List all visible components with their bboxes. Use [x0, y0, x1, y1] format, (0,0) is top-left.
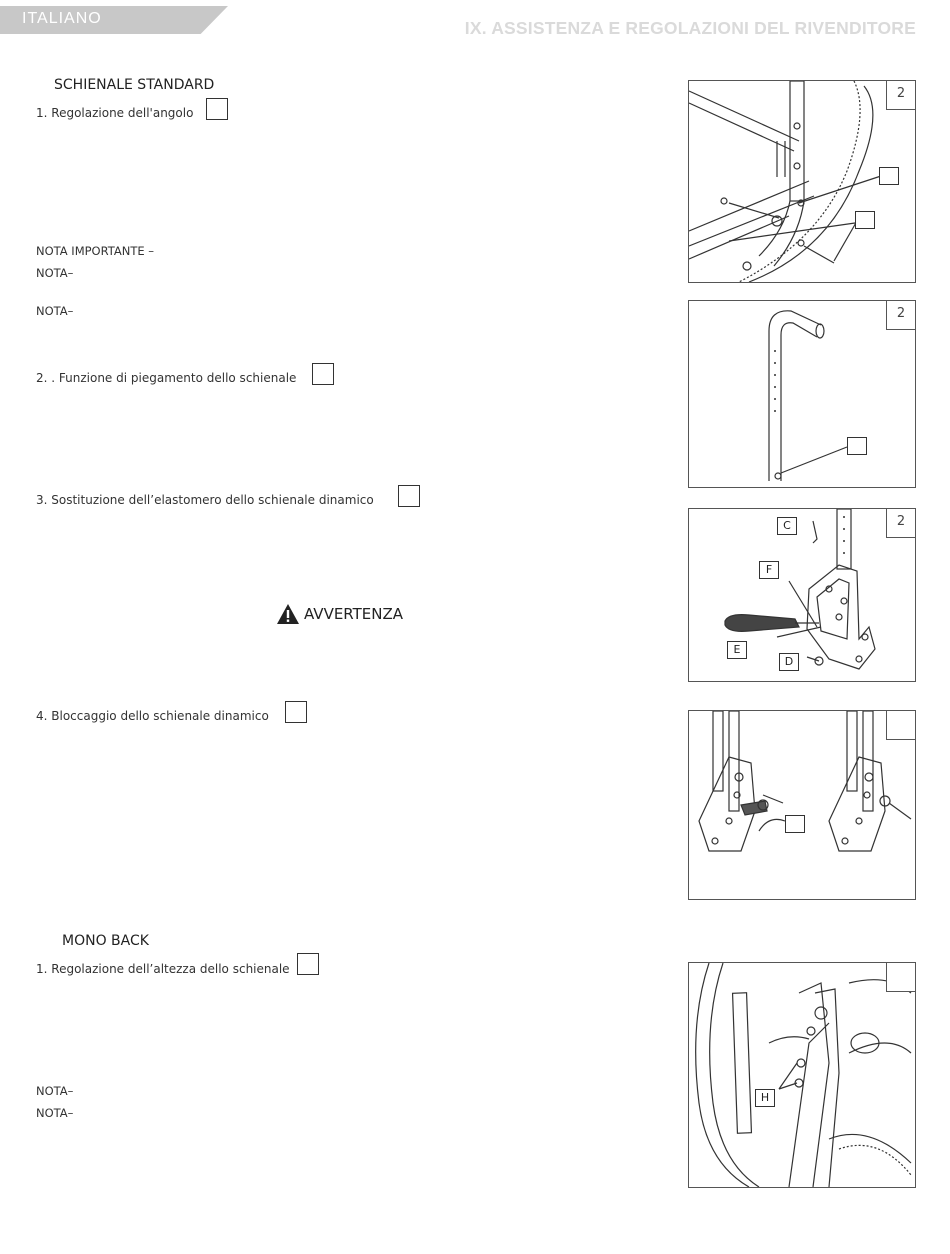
callout-label-c: C	[777, 517, 797, 535]
warning-label: AVVERTENZA	[276, 603, 403, 625]
callout-box	[785, 815, 805, 833]
callout-label-d: D	[779, 653, 799, 671]
figure-folding-function: 2	[688, 300, 916, 488]
figure-reference-box	[285, 701, 307, 723]
item-back-height-adjustment: 1. Regolazione dell’altezza dello schien…	[36, 962, 290, 976]
figure-mono-back-height: H	[688, 962, 916, 1188]
callout-label-f: F	[759, 561, 779, 579]
warning-icon	[277, 604, 299, 624]
section-heading-mono-back: MONO BACK	[62, 933, 149, 949]
lock-mechanism-illustration	[698, 711, 912, 852]
callout-label-h: H	[755, 1089, 775, 1107]
figure-number: 2	[886, 509, 915, 538]
note-1: NOTA–	[36, 266, 74, 280]
figure-dynamic-back-lock	[688, 710, 916, 900]
figure-elastomer-replacement: 2 C F E D	[688, 508, 916, 682]
note-mono-2: NOTA–	[36, 1106, 74, 1120]
item-angle-adjustment: 1. Regolazione dell'angolo	[36, 106, 194, 120]
figure-angle-adjustment: 2	[688, 80, 916, 283]
back-post-illustration	[768, 310, 848, 481]
warning-text: AVVERTENZA	[304, 605, 404, 623]
figure-reference-box	[297, 953, 319, 975]
item-folding-function: 2. . Funzione di piegamento dello schien…	[36, 371, 297, 385]
figure-number-box	[886, 963, 915, 992]
callout-box	[879, 167, 899, 185]
note-2: NOTA–	[36, 304, 74, 318]
figure-reference-box	[398, 485, 420, 507]
callout-box	[855, 211, 875, 229]
figure-number-box	[886, 711, 915, 740]
figure-number: 2	[886, 81, 915, 110]
section-heading-standard-back: SCHIENALE STANDARD	[54, 77, 215, 93]
note-important: NOTA IMPORTANTE –	[36, 244, 155, 258]
note-mono-1: NOTA–	[36, 1084, 74, 1098]
callout-box	[847, 437, 867, 455]
figure-number: 2	[886, 301, 915, 330]
callout-label-e: E	[727, 641, 747, 659]
item-elastomer-replacement: 3. Sostituzione dell’elastomero dello sc…	[36, 493, 374, 507]
figure-reference-box	[312, 363, 334, 385]
elastomer-illustration	[724, 509, 876, 670]
item-dynamic-back-lock: 4. Bloccaggio dello schienale dinamico	[36, 709, 269, 723]
back-frame-illustration	[689, 81, 882, 282]
language-label: ITALIANO	[22, 10, 102, 27]
language-tab: ITALIANO	[0, 6, 228, 34]
mono-back-illustration	[695, 963, 912, 1187]
figure-reference-box	[206, 98, 228, 120]
page-title: IX. ASSISTENZA E REGOLAZIONI DEL RIVENDI…	[464, 18, 916, 38]
